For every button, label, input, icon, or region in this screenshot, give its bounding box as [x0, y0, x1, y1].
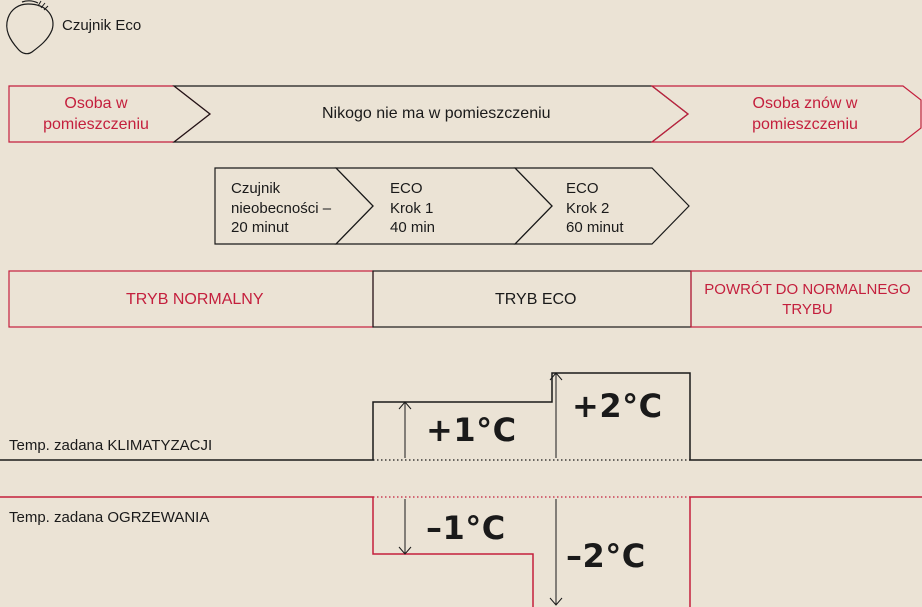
step-arrow-3: [513, 167, 690, 245]
cooling-step2-value: +2°C: [572, 387, 663, 425]
heating-setpoint-line: [0, 496, 534, 607]
cooling-setpoint-label: Temp. zadana KLIMATYZACJI: [9, 437, 213, 454]
timeline-during-label: Nikogo nie ma w pomieszczeniu: [322, 105, 551, 122]
cooling-step1-value: +1°C: [426, 411, 517, 449]
step-2-label: ECO Krok 1 40 min: [390, 180, 436, 236]
heating-return-line: [689, 496, 922, 607]
heating-step1-arrow: [398, 499, 412, 555]
mode-return-box: [690, 270, 922, 328]
mode-normal-label: TRYB NORMALNY: [126, 291, 264, 308]
signal-waves-icon: [37, 0, 49, 11]
cooling-step1-arrow: [398, 401, 412, 458]
step-3-label: ECO Krok 2 60 minut: [566, 180, 624, 236]
heating-step2-arrow: [549, 499, 563, 606]
timeline-before-label: Osoba w pomieszczeniu: [43, 95, 149, 133]
heating-setpoint-label: Temp. zadana OGRZEWANIA: [9, 509, 210, 526]
cooling-step2-arrow: [549, 372, 563, 458]
sensor-label: Czujnik Eco: [62, 17, 142, 34]
arrow-after: [650, 85, 922, 143]
cooling-setpoint-line: [0, 372, 922, 461]
heating-step1-value: –1°C: [426, 509, 506, 547]
mode-eco-label: TRYB ECO: [495, 291, 577, 308]
heating-step2-value: –2°C: [566, 537, 646, 575]
mode-return-label: POWRÓT DO NORMALNEGO TRYBU: [704, 281, 911, 318]
step-1-label: Czujnik nieobecności – 20 minut: [231, 180, 332, 236]
presence-sensor-icon: [6, 0, 54, 55]
timeline-after-label: Osoba znów w pomieszczeniu: [752, 95, 858, 133]
